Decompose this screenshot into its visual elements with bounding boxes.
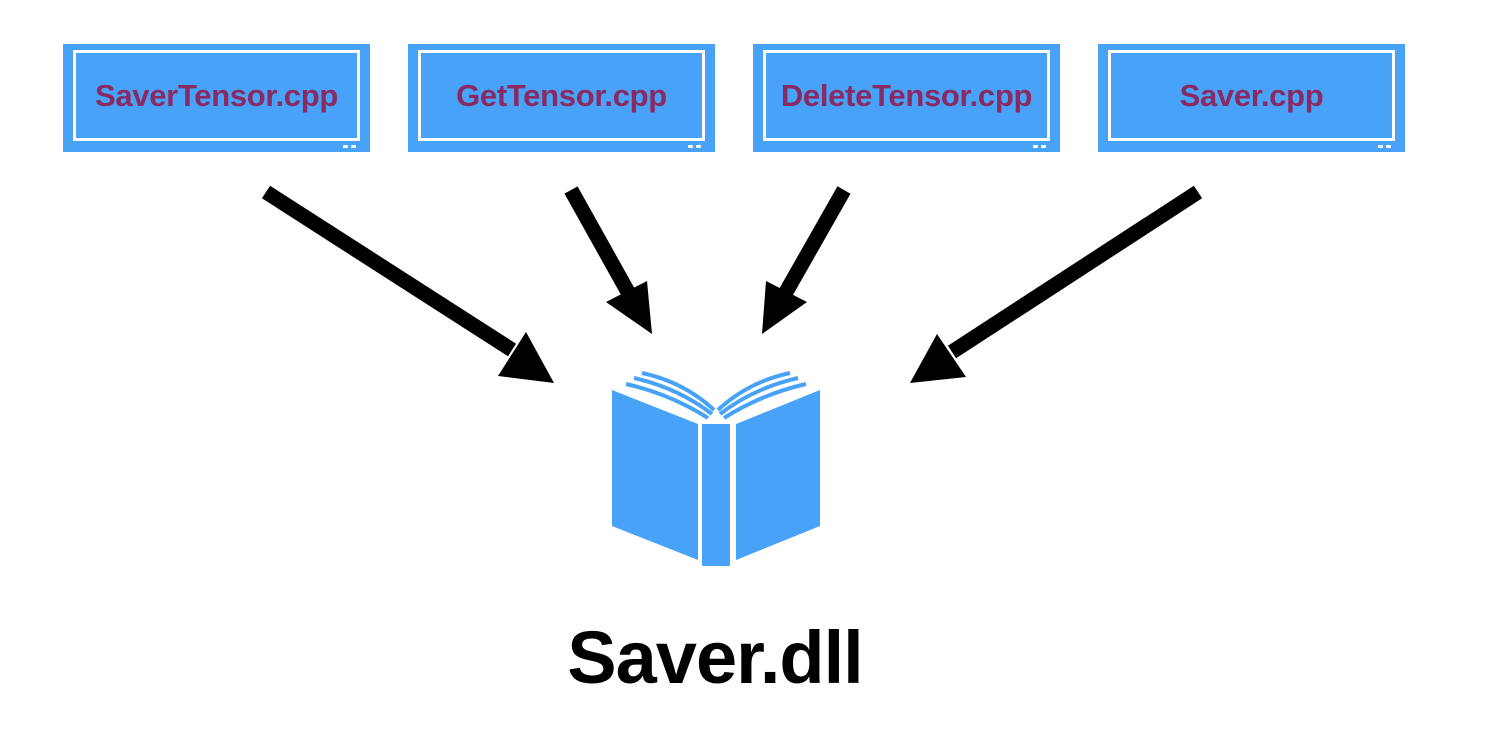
box-corner-dots	[343, 145, 356, 148]
source-file-label: DeleteTensor.cpp	[780, 78, 1033, 113]
box-corner-dots	[688, 145, 701, 148]
box-frame	[418, 50, 705, 141]
source-file-label: SaverTensor.cpp	[94, 78, 339, 113]
source-file-label: GetTensor.cpp	[456, 78, 667, 113]
arrow-gettensor	[564, 186, 652, 334]
book-icon	[612, 371, 820, 566]
source-file-box: SaverTensor.cpp	[63, 44, 370, 152]
source-file-box: Saver.cpp	[1098, 44, 1405, 152]
source-file-box: DeleteTensor.cpp	[753, 44, 1060, 152]
source-file-label: Saver.cpp	[1179, 78, 1324, 113]
source-file-box: GetTensor.cpp	[408, 44, 715, 152]
box-frame	[763, 50, 1050, 141]
box-frame	[73, 50, 360, 141]
box-frame	[1108, 50, 1395, 141]
arrow-deletetensor	[762, 186, 851, 334]
arrow-saver	[910, 185, 1203, 383]
arrow-savertensor	[261, 185, 554, 383]
output-dll-label: Saver.dll	[567, 616, 863, 699]
box-corner-dots	[1033, 145, 1046, 148]
box-corner-dots	[1378, 145, 1391, 148]
